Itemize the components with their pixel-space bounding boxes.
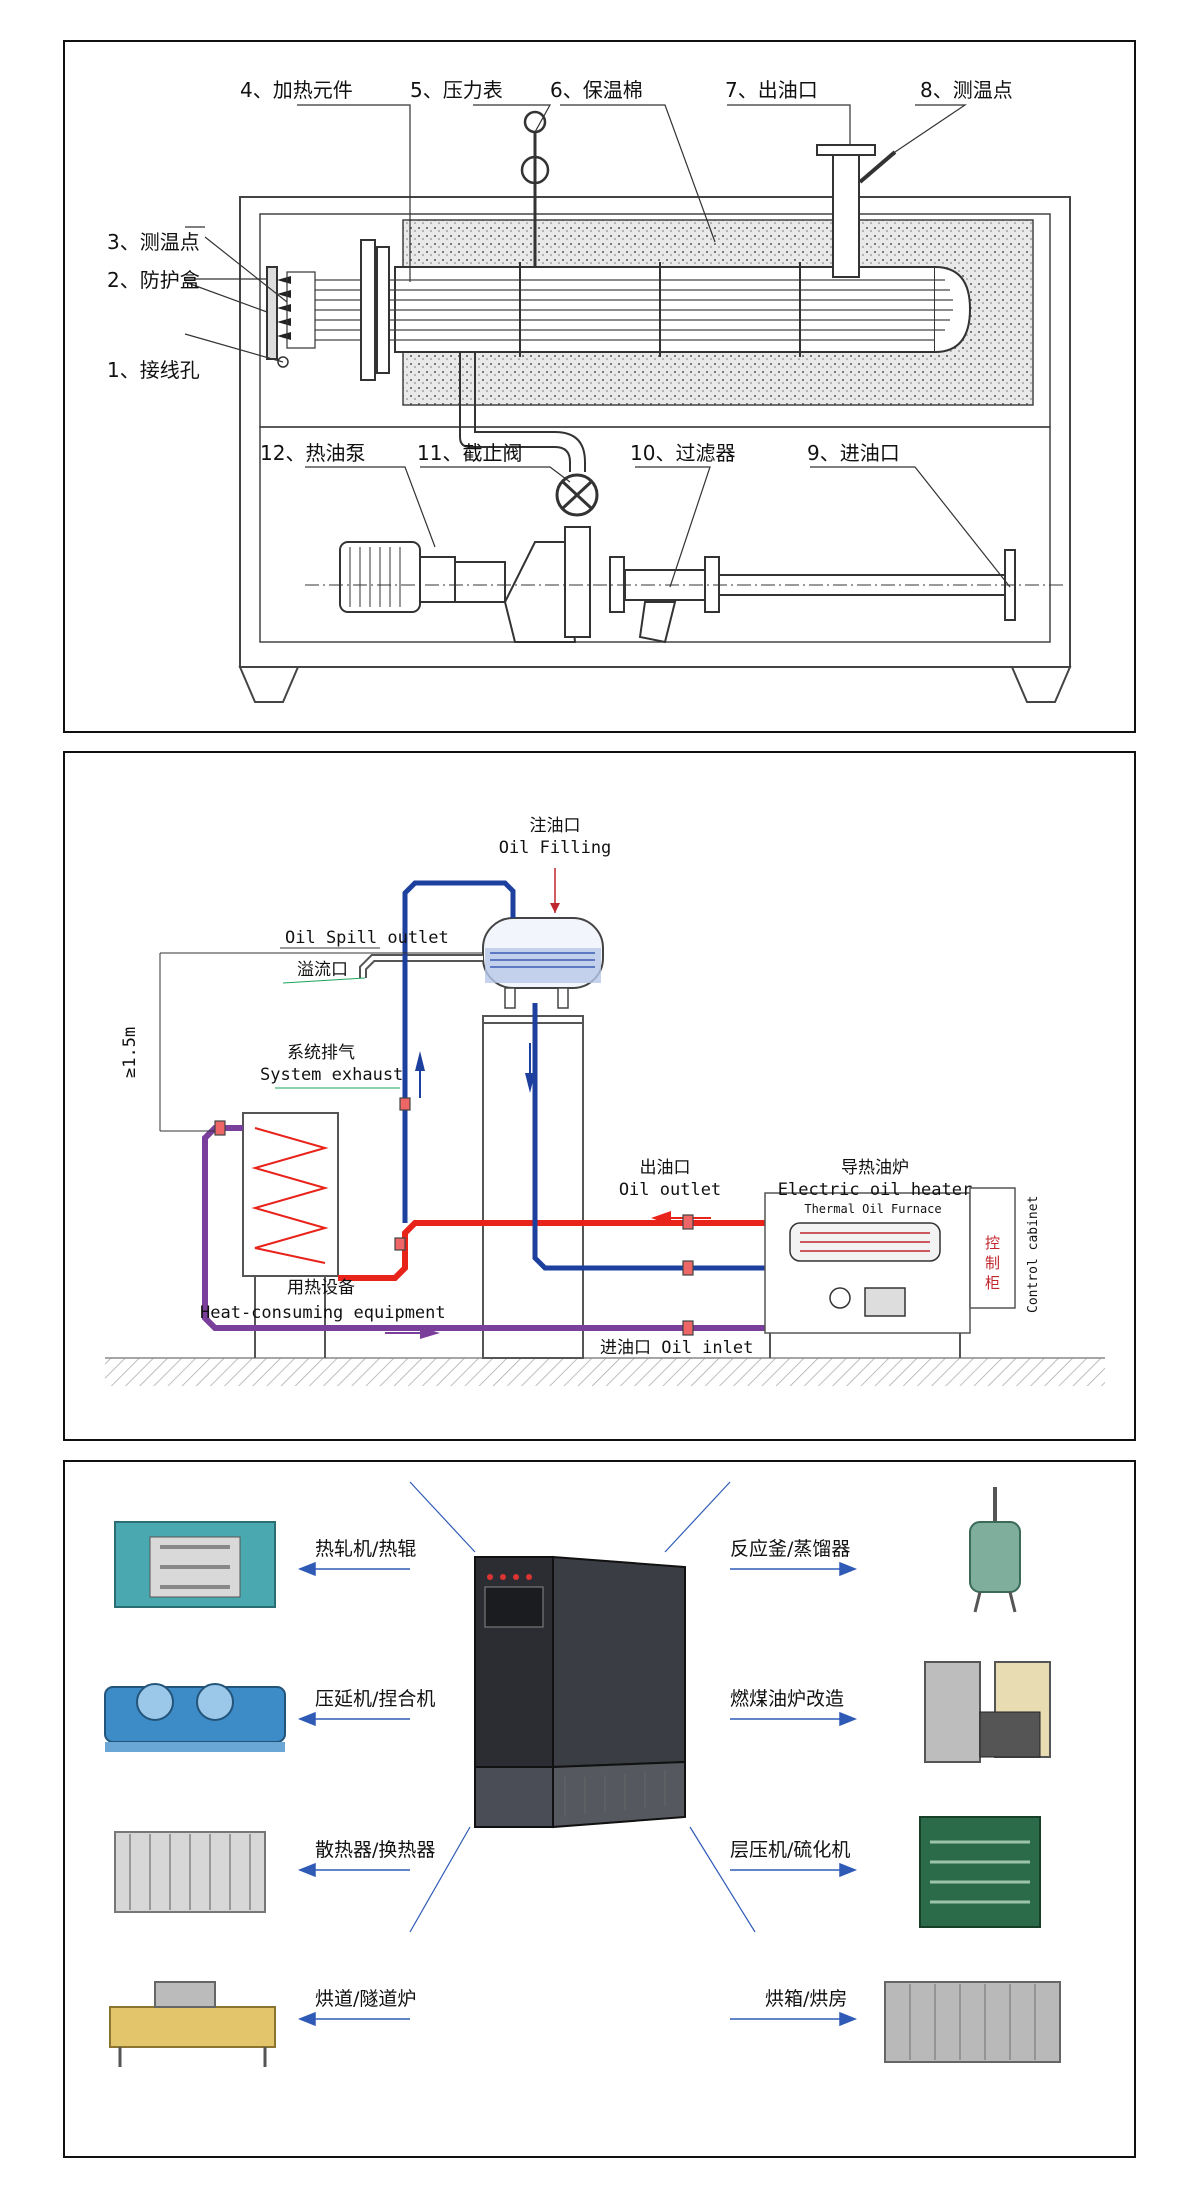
svg-text:控: 控 <box>985 1234 1000 1252</box>
control-cabinet-en: Control cabinet <box>1026 1196 1041 1313</box>
system-exhaust-pipe <box>402 880 516 1223</box>
label-7: 7、出油口 <box>725 78 818 102</box>
right-arrows <box>730 1561 858 2027</box>
app-label-left-1: 压延机/捏合机 <box>315 1688 435 1710</box>
oil-inlet-label: 进油口 Oil inlet <box>600 1338 753 1358</box>
app-label-left-3: 烘道/隧道炉 <box>315 1988 416 2010</box>
label-1: 1、接线孔 <box>107 358 200 382</box>
system-flow-diagram: 注油口 Oil Filling Oil Spill outlet 溢流口 系统排… <box>63 751 1136 1441</box>
label-6: 6、保温棉 <box>550 78 643 102</box>
hot-rolling-machine-image <box>114 1521 276 1608</box>
control-cabinet <box>969 1187 1016 1309</box>
oil-outlet-cn: 出油口 <box>640 1158 691 1178</box>
applications-diagram: 热轧机/热辊 压延机/捏合机 散热器/换热器 烘道/隧道炉 反应釜/蒸馏器 燃煤… <box>63 1460 1136 2158</box>
app-label-left-0: 热轧机/热辊 <box>315 1538 416 1560</box>
oil-filling-cn: 注油口 <box>530 816 581 836</box>
app-label-right-1: 燃煤油炉改造 <box>730 1688 844 1710</box>
oil-outlet-pipe <box>832 151 860 278</box>
control-cabinet-cn: 控 制 柜 <box>985 1234 1000 1292</box>
oil-outlet-en: Oil outlet <box>619 1180 721 1200</box>
oil-filling-en: Oil Filling <box>499 838 612 858</box>
ground <box>105 1358 1105 1386</box>
protection-box <box>266 266 278 360</box>
oil-spill-outlet-cn: 溢流口 <box>297 960 348 980</box>
label-5: 5、压力表 <box>410 78 503 102</box>
label-10: 10、过滤器 <box>630 441 735 465</box>
label-2: 2、防护盒 <box>107 268 200 292</box>
system-exhaust-en: System exhaust <box>260 1065 403 1085</box>
applications-drawing: 热轧机/热辊 压延机/捏合机 散热器/换热器 烘道/隧道炉 反应釜/蒸馏器 燃煤… <box>104 1481 1061 2067</box>
svg-text:制: 制 <box>985 1254 1000 1272</box>
heater-structure-drawing: 1、接线孔 2、防护盒 3、测温点 4、加热元件 5、压力表 6、保温棉 7、出… <box>107 78 1072 703</box>
app-label-right-3: 烘箱/烘房 <box>765 1988 847 2010</box>
reactor-image <box>969 1487 1021 1613</box>
calender-machine-image <box>104 1683 286 1752</box>
cabinet-frame <box>239 196 1071 668</box>
label-3: 3、测温点 <box>107 230 200 254</box>
coal-boiler-image <box>924 1661 1051 1763</box>
radiator-image <box>114 1831 266 1913</box>
heater-cn: 导热油炉 <box>841 1158 909 1178</box>
label-12: 12、热油泵 <box>260 441 365 465</box>
tunnel-oven-image <box>109 1981 276 2067</box>
heater-structure-diagram: 1、接线孔 2、防护盒 3、测温点 4、加热元件 5、压力表 6、保温棉 7、出… <box>63 40 1136 733</box>
left-arrows <box>297 1561 410 2027</box>
laminating-press-image <box>919 1816 1041 1928</box>
app-label-left-2: 散热器/换热器 <box>315 1839 435 1861</box>
label-8: 8、测温点 <box>920 78 1013 102</box>
system-exhaust-cn: 系统排气 <box>287 1043 355 1063</box>
app-label-right-2: 层压机/硫化机 <box>730 1839 850 1861</box>
system-flow-drawing: 注油口 Oil Filling Oil Spill outlet 溢流口 系统排… <box>105 816 1105 1386</box>
label-4: 4、加热元件 <box>240 78 353 102</box>
label-9: 9、进油口 <box>807 441 900 465</box>
heat-consumer-en: Heat-consuming equipment <box>200 1303 446 1323</box>
pressure-gauge <box>523 110 547 134</box>
thermal-oil-heater-cabinet <box>474 1555 686 1829</box>
svg-text:柜: 柜 <box>985 1274 1000 1292</box>
app-label-right-0: 反应釜/蒸馏器 <box>730 1538 850 1560</box>
drying-room-image <box>884 1981 1061 2063</box>
heater-en: Electric oil heater <box>778 1180 972 1200</box>
heater-en-2: Thermal Oil Furnace <box>804 1202 941 1216</box>
label-11: 11、截止阀 <box>417 441 522 465</box>
height-dimension: ≥1.5m <box>120 1027 140 1078</box>
heat-consumer-cn: 用热设备 <box>287 1278 355 1298</box>
oil-spill-outlet-en: Oil Spill outlet <box>285 928 449 948</box>
